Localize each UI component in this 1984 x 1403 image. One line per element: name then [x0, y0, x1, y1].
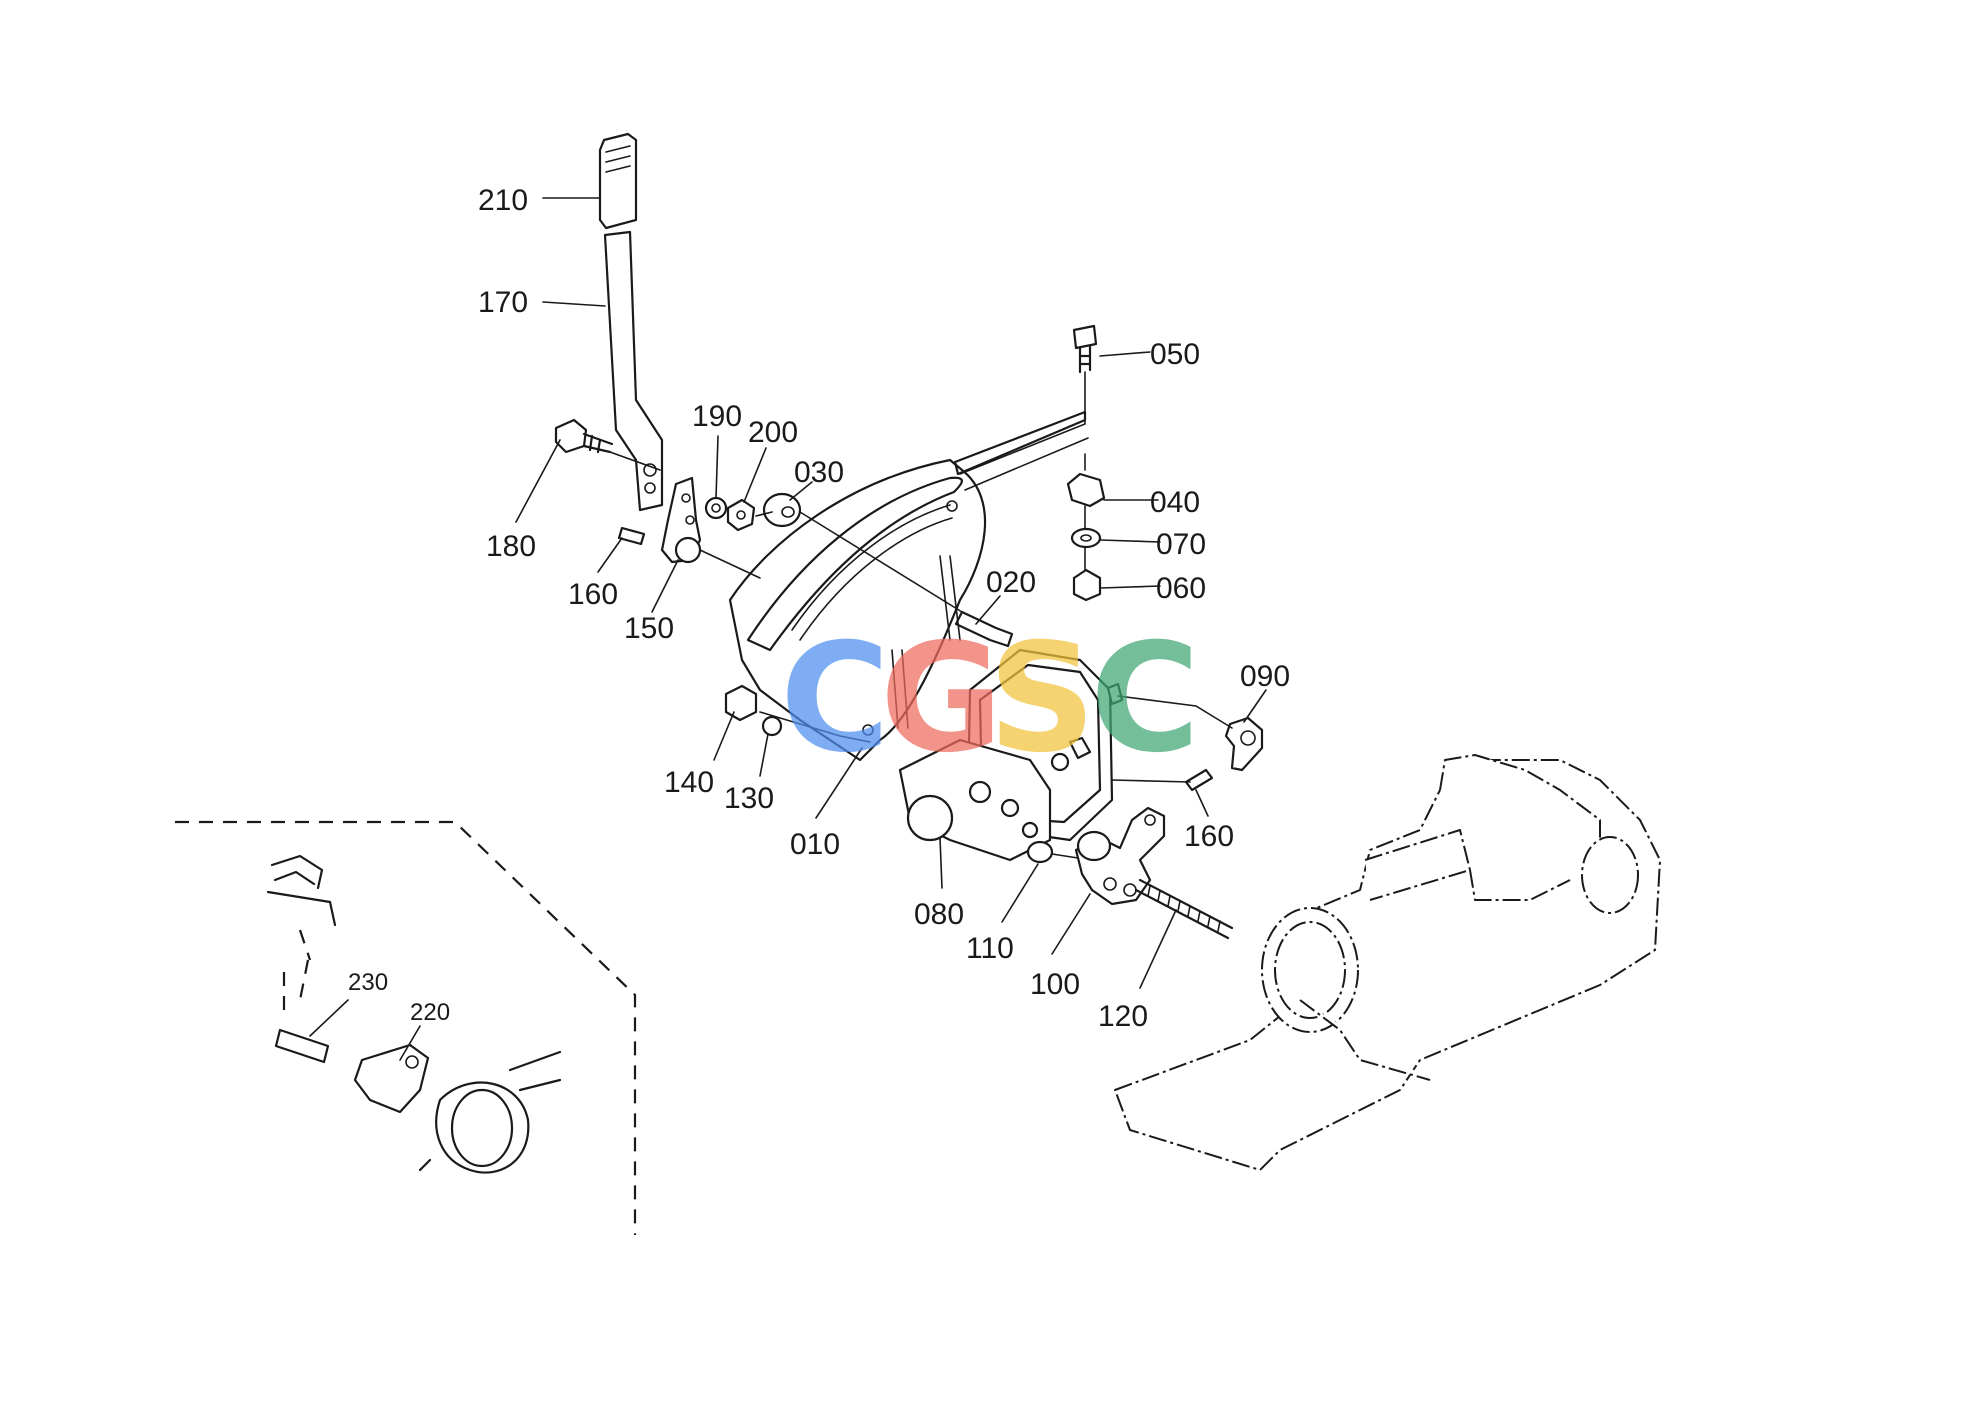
- inset-pedal: [266, 854, 337, 927]
- watermark-letter-2: G: [880, 612, 1003, 786]
- washer-110: [1026, 840, 1054, 864]
- bracket-010: [728, 410, 1089, 762]
- governor-housing: [898, 648, 1234, 940]
- bolt-180: [554, 418, 588, 454]
- nut-140: [724, 684, 758, 722]
- bolt-050: [1072, 324, 1098, 350]
- inset-pin-230: [274, 1028, 330, 1064]
- nut-200: [726, 498, 756, 532]
- inset-housing-bore: [450, 1088, 514, 1168]
- stud-020: [954, 610, 1014, 648]
- inset-plate-hole: [405, 1055, 419, 1069]
- leader-lines: [515, 197, 1267, 989]
- label-200: 200: [748, 416, 798, 449]
- inset-group: 230 220: [175, 820, 637, 1235]
- hardware: [554, 324, 1264, 792]
- label-180: 180: [486, 530, 536, 563]
- label-010: 010: [790, 828, 840, 861]
- grip-210: [598, 132, 638, 230]
- pin-160-right: [1184, 768, 1214, 792]
- inset-arm: [282, 929, 312, 1010]
- label-140: 140: [664, 766, 714, 799]
- label-050: 050: [1150, 338, 1200, 371]
- inset-boundary: [175, 820, 637, 1235]
- rod-120: [1134, 878, 1234, 940]
- label-080: 080: [914, 898, 964, 931]
- watermark: C G S C: [780, 612, 1200, 786]
- nut-060: [1072, 568, 1102, 602]
- inset-plate-220: [353, 1043, 430, 1114]
- label-210: 210: [478, 184, 528, 217]
- label-100: 100: [1030, 968, 1080, 1001]
- label-230: 230: [348, 969, 388, 996]
- label-160-left: 160: [568, 578, 618, 611]
- label-160-right: 160: [1184, 820, 1234, 853]
- label-040: 040: [1150, 486, 1200, 519]
- cap-080: [906, 794, 954, 842]
- inset-leader-230: [309, 999, 349, 1037]
- label-020: 020: [986, 566, 1036, 599]
- washer-070: [1070, 527, 1102, 549]
- inset-leader-220: [399, 1025, 421, 1061]
- part-labels: 210 170 050 180 190 200 030 040 070 060 …: [478, 184, 1290, 1033]
- inset-housing-body: [418, 1050, 562, 1172]
- label-060: 060: [1156, 572, 1206, 605]
- label-150: 150: [624, 612, 674, 645]
- watermark-letter-4: C: [1090, 612, 1200, 786]
- lever-170: [603, 230, 664, 512]
- label-070: 070: [1156, 528, 1206, 561]
- watermark-letter-3: S: [988, 612, 1096, 786]
- label-190: 190: [692, 400, 742, 433]
- bracket-040: [1066, 472, 1106, 508]
- pin-160-left: [617, 526, 646, 546]
- label-090: 090: [1240, 660, 1290, 693]
- label-170: 170: [478, 286, 528, 319]
- lever-assembly: [598, 132, 664, 512]
- washer-130: [761, 715, 783, 737]
- label-120: 120: [1098, 1000, 1148, 1033]
- assembly-lines: [609, 371, 1233, 859]
- washer-190: [704, 496, 728, 520]
- watermark-letter-1: C: [780, 612, 890, 786]
- label-110: 110: [966, 932, 1014, 965]
- inset-housing: [435, 1081, 530, 1174]
- label-030: 030: [794, 456, 844, 489]
- engine-block: [1114, 754, 1661, 1171]
- label-130: 130: [724, 782, 774, 815]
- label-220: 220: [410, 999, 450, 1026]
